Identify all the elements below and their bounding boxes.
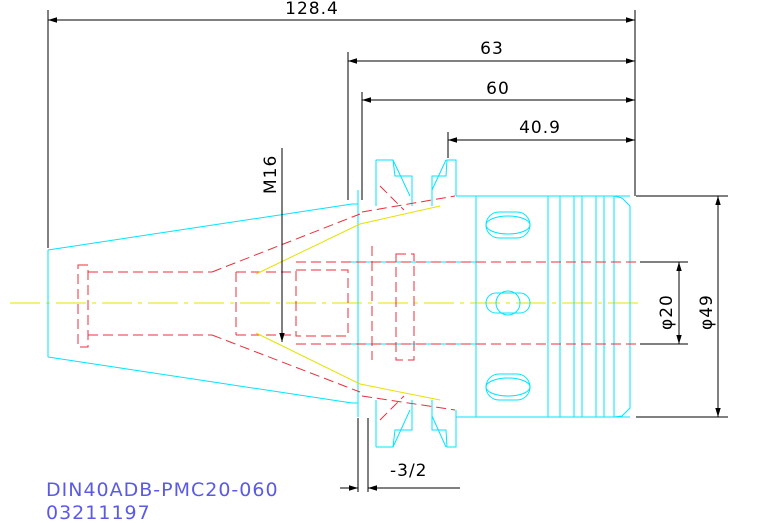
part-number-label: DIN40ADB-PMC20-060 [46, 479, 279, 501]
dim-thread: M16 [261, 155, 281, 194]
hidden-lines [77, 185, 640, 421]
dim-length-63: 63 [480, 39, 504, 59]
dim-length-40-9: 40.9 [519, 118, 561, 138]
dimension-lines [48, 17, 721, 491]
dim-length-60: 60 [486, 79, 510, 99]
extension-lines [47, 10, 728, 492]
dim-bore-diameter: φ20 [657, 294, 677, 330]
dim-flange-tolerance: -3/2 [390, 461, 428, 481]
dim-body-diameter: φ49 [697, 294, 717, 330]
part-code-label: 03211197 [46, 502, 151, 523]
taper-lines [255, 205, 441, 401]
dim-overall-length: 128.4 [285, 0, 339, 19]
